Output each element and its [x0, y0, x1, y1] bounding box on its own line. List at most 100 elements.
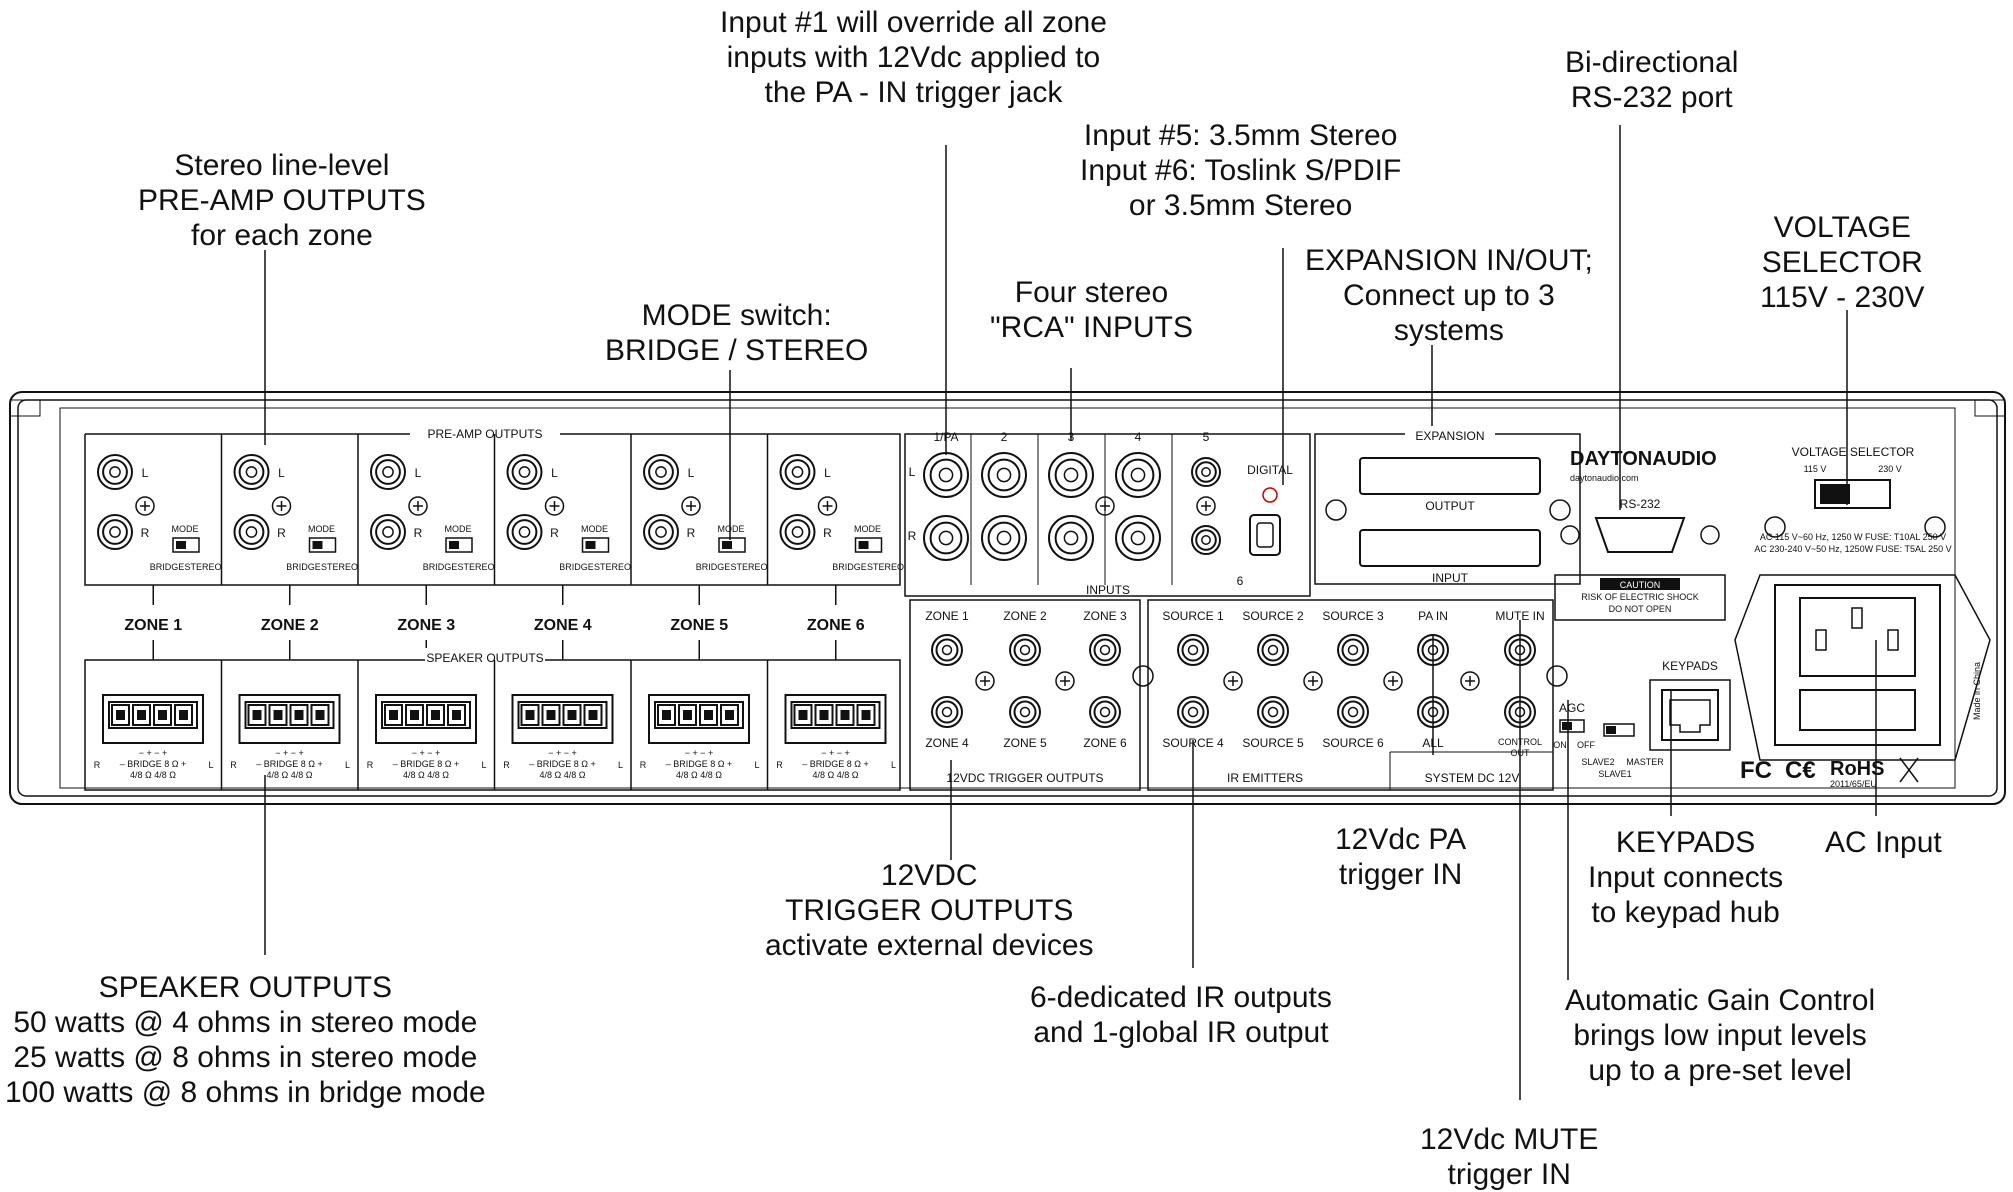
rca-input-left-jack[interactable] — [1115, 452, 1161, 498]
mode-switch[interactable] — [854, 537, 883, 553]
left-label: L — [618, 760, 623, 770]
screw-icon — [135, 496, 155, 516]
left-label: L — [481, 760, 486, 770]
toslink-port[interactable] — [1249, 514, 1281, 556]
panel-screws — [1132, 499, 1571, 687]
speaker-terminal[interactable] — [648, 694, 750, 744]
screw-icon — [1303, 671, 1323, 691]
zone-label: ZONE 6 — [807, 617, 865, 634]
rca-input-right-jack[interactable] — [923, 515, 969, 561]
preamp-out-left-jack[interactable] — [370, 454, 406, 490]
speaker-section: SPEAKER OUTPUTS − + − +– BRIDGE 8 Ω +4/8… — [84, 648, 901, 791]
screw-icon — [817, 496, 838, 516]
screw-icon — [1055, 671, 1075, 691]
keypad-rj45-port[interactable] — [1661, 689, 1719, 741]
rs232-port[interactable] — [1594, 517, 1686, 553]
right-label: R — [776, 760, 783, 770]
ir-emitter-jack[interactable] — [1337, 696, 1369, 728]
fuse-holder[interactable] — [1799, 689, 1916, 731]
trigger-output-jack[interactable] — [1089, 696, 1121, 728]
trigger-zone-label: ZONE 6 — [1083, 736, 1127, 750]
keypads-area: KEYPADS — [1649, 659, 1731, 751]
ac-spec-line1: AC 115 V~60 Hz, 1250 W FUSE: T10AL 250 V — [1760, 532, 1946, 542]
trigger-output-jack[interactable] — [1089, 634, 1121, 666]
trigger-output-jack[interactable] — [931, 634, 963, 666]
ir-emitter-jack[interactable] — [1177, 696, 1209, 728]
control-out-label: OUT — [1511, 748, 1531, 758]
preamp-out-left-jack[interactable] — [643, 454, 679, 490]
preamp-out-left-jack[interactable] — [233, 454, 270, 490]
preamp-out-right-jack[interactable] — [779, 514, 816, 550]
ir-emitter-jack[interactable] — [1257, 696, 1289, 728]
left-label: L — [142, 466, 149, 480]
mode-label: MODE — [172, 524, 199, 534]
bridge-label: BRIDGE — [286, 562, 321, 572]
ir-emitter-jack[interactable] — [1337, 634, 1369, 666]
expansion-output-port[interactable] — [1359, 457, 1541, 495]
terminal-polarity-label: − + − + — [821, 748, 850, 758]
speaker-terminal[interactable] — [102, 694, 204, 744]
screw-icon — [1223, 671, 1243, 691]
preamp-out-right-jack[interactable] — [506, 514, 543, 550]
rca-input-right-jack[interactable] — [981, 515, 1027, 561]
mode-switch[interactable] — [445, 537, 473, 553]
preamp-out-right-jack[interactable] — [233, 514, 270, 550]
mode-switch[interactable] — [581, 537, 610, 553]
zone-label: ZONE 1 — [124, 617, 182, 634]
preamp-out-right-jack[interactable] — [370, 514, 406, 550]
preamp-out-left-jack[interactable] — [506, 454, 543, 490]
preamp-out-right-jack[interactable] — [97, 514, 133, 550]
pa-in-jack[interactable] — [1417, 634, 1449, 666]
rca-input-right-jack[interactable] — [1048, 515, 1094, 561]
zone-label: ZONE 4 — [534, 617, 592, 634]
ir-emitter-jack[interactable] — [1177, 634, 1209, 666]
input5-3.5mm-jack[interactable] — [1191, 457, 1221, 487]
expansion-section: EXPANSION OUTPUT INPUT — [1314, 426, 1581, 585]
trigger-zone-label: ZONE 1 — [925, 609, 969, 623]
mode-switch[interactable] — [172, 537, 200, 553]
expansion-title: EXPANSION — [1415, 429, 1484, 443]
preamp-out-left-jack[interactable] — [97, 454, 133, 490]
mode-switch[interactable] — [718, 537, 746, 553]
ir-all-jack[interactable] — [1417, 696, 1449, 728]
preamp-out-right-jack[interactable] — [643, 514, 679, 550]
voltage-switch[interactable] — [1814, 479, 1891, 509]
trigger-output-jack[interactable] — [931, 696, 963, 728]
rca-input-left-jack[interactable] — [1048, 452, 1094, 498]
ir-source-label: SOURCE 5 — [1242, 736, 1304, 750]
callout-mode-switch: MODE switch:BRIDGE / STEREO — [605, 299, 869, 367]
speaker-terminal[interactable] — [238, 694, 341, 744]
terminal-bridge-label: – BRIDGE 8 Ω + — [802, 759, 869, 769]
expansion-input-port[interactable] — [1359, 529, 1541, 567]
stereo-label: STEREO — [594, 562, 631, 572]
speaker-terminal[interactable] — [784, 694, 887, 744]
input-number-label: 5 — [1203, 430, 1210, 444]
input-number-label: 3 — [1068, 430, 1075, 444]
agc-switch[interactable] — [1559, 719, 1585, 733]
terminal-ohms-label: 4/8 Ω 4/8 Ω — [813, 770, 859, 780]
made-in-label: Made in China — [1972, 662, 1982, 720]
bridge-label: BRIDGE — [150, 562, 185, 572]
caution-label — [1554, 574, 1726, 621]
ir-emitter-jack[interactable] — [1257, 634, 1289, 666]
slave-master-switch[interactable] — [1603, 723, 1635, 737]
speaker-terminal[interactable] — [511, 694, 614, 744]
rca-input-right-jack[interactable] — [1115, 515, 1161, 561]
left-label: L — [208, 760, 213, 770]
control-out-jack[interactable] — [1504, 696, 1536, 728]
preamp-out-left-jack[interactable] — [779, 454, 816, 490]
mode-switch[interactable] — [308, 537, 337, 553]
mute-in-jack[interactable] — [1504, 634, 1536, 666]
trigger-output-jack[interactable] — [1009, 634, 1041, 666]
speaker-terminal[interactable] — [375, 694, 477, 744]
ac-inlet[interactable] — [1774, 584, 1941, 746]
trigger-output-jack[interactable] — [1009, 696, 1041, 728]
input6-3.5mm-jack[interactable] — [1191, 525, 1221, 555]
rca-input-left-jack[interactable] — [981, 452, 1027, 498]
left-label: L — [278, 466, 285, 480]
rca-input-left-jack[interactable] — [923, 452, 969, 498]
